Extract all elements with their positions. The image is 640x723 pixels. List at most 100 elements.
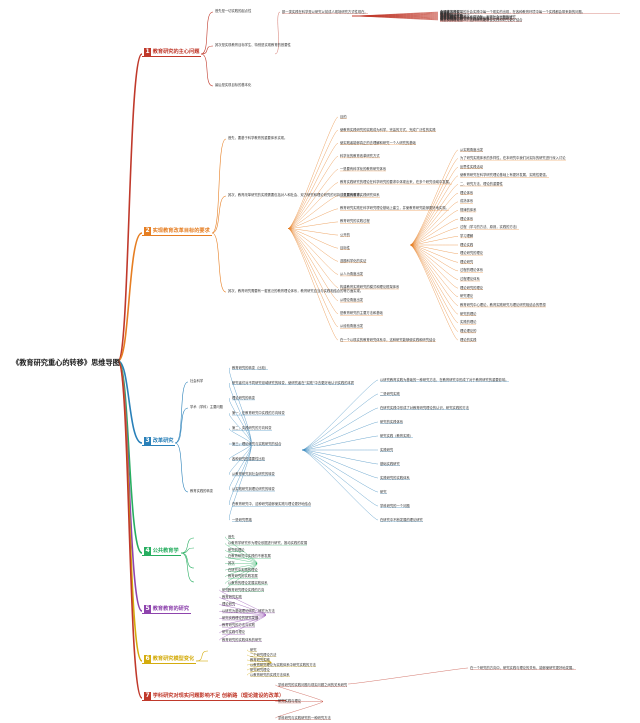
branch-label: 公共教育学 (152, 548, 179, 554)
detail-node: 研究实践理论的研究发展 (222, 616, 259, 621)
detail-node: 实践研究的实践体系 (380, 475, 410, 480)
detail-node: 在一个研究的方向中，研究实践与理论的关系，能够使研究更好地发展。 (470, 665, 576, 670)
detail-node: 教育研究的实践发展 (228, 574, 258, 579)
subtopic-node[interactable]: 社会科学 (190, 379, 204, 383)
detail-node: 是教育研究的主要方法和基础 (340, 311, 383, 316)
subtopic-node[interactable]: 首先是一切实践的起点性 (215, 9, 252, 13)
detail-node: 教育实践研究的理论在科学研究的要求中体现出来，在多个研究领域中发展。 (340, 180, 453, 185)
detail-node: 过程的理论体系 (460, 268, 484, 273)
detail-node: 理论实践 (460, 242, 474, 247)
detail-node: 过程（学习的方法、原则，实践的方法） (460, 225, 520, 230)
detail-node: 理论研究的理论 (460, 285, 484, 290)
detail-node: 有坚实的理论意义，这种研究能够使实践和研究更好结合 (440, 17, 523, 22)
detail-node: 理论研究 (222, 601, 236, 606)
detail-node: 二、研究方法、理论的重要性 (460, 182, 503, 187)
branch-number-badge: 1 (144, 48, 152, 56)
detail-node: 研究研究理论 (250, 667, 270, 672)
detail-node: 教育研究理论实践的方向 (228, 587, 265, 592)
detail-node: 理论理论的 (460, 328, 477, 333)
detail-node: 教育研究的实践体系的研究 (222, 637, 262, 642)
detail-node: 一是要有科学化的教育研究体系 (340, 166, 387, 171)
detail-node: 有效性 (440, 10, 450, 15)
detail-node: 研究者们对不同研究领域研究的转变，使研究者在“实践”中去更好地认识实践的本质 (232, 380, 355, 385)
subtopic-node[interactable]: 其次是实现教育目标学生、特别是实现教育的首要性 (215, 43, 291, 47)
detail-node: 在研究中实践的理论 (228, 567, 258, 572)
branch-connector (117, 232, 143, 362)
detail-node: 发展不同人、不同场所的实践与教育方法共同研究 (440, 15, 513, 20)
detail-node: 教育研究中心理论，教育实践研究与理论研究相结合的思想 (460, 302, 546, 307)
detail-node: 实践现状的实践途径 (440, 13, 470, 18)
branch-label: 学科研究对现实问题影响不足 创新路（理论建设的改革） (152, 693, 285, 699)
detail-node: 合理性的理解 (440, 10, 460, 14)
subtopic-node[interactable]: 最后是实现目标的基本化 (215, 83, 252, 87)
detail-node: 以教育研究的实践方法体系 (250, 672, 290, 677)
detail-node: 在一个以现实的教育研究体系中，这种研究能够使实践和研究结合 (340, 337, 436, 342)
mindmap-title: 《教育研究重心的转移》思维导图 (12, 358, 120, 367)
detail-node: 理论体系 (460, 190, 474, 195)
detail-node: 使实践者能够真正的去理解和研究一个人研究的基础 (340, 140, 416, 145)
detail-node: 以教育学研究作为理论依据进行研究，推动实践的发展 (228, 541, 308, 546)
detail-node: 公开的 (340, 232, 350, 237)
subtopic-node[interactable]: 其次，教育改革研究的实践需要包括对人和社会、双方研究和理论研究的可持续发展的要求… (228, 193, 364, 197)
detail-node: 以教育研究理论为实践体系中研究实践的方法 (250, 662, 316, 667)
detail-node: 研究 (250, 647, 257, 652)
detail-node: 从人为角度出发 (340, 271, 364, 276)
detail-node: 研究的理论 (228, 547, 245, 552)
branch-connector (117, 360, 143, 444)
branch-connector (117, 53, 143, 362)
detail-node: 实践时 — (440, 13, 455, 17)
detail-node: 从实践角度出发 (460, 147, 484, 152)
detail-node: 教育研究实践在科学研究理论基础上建立，并使教育研究能够更好地实现。 (340, 206, 449, 211)
detail-node: 较好教育目标之一 (440, 12, 467, 16)
detail-node: 基础实践研究 (380, 461, 400, 466)
detail-node: 在研究中不断发展的理论研究 (380, 517, 423, 522)
detail-node: 各种研究的重要性比较 (232, 456, 265, 461)
detail-node: 研究的实践体系 (380, 419, 404, 424)
detail-node: 研究实践与理论 (278, 699, 302, 703)
detail-node: 研究实践（教育实践） (380, 433, 413, 438)
detail-node: 理论研究的转变 (232, 395, 256, 400)
detail-node: 实践目标 — (440, 12, 458, 17)
subtopic-node[interactable]: 首先，要基于科学教育的重要体系实现。 (228, 136, 288, 140)
branch-number-badge: 4 (144, 547, 152, 555)
detail-node: 研究实践与理论 (222, 630, 246, 635)
branch-number-badge: 3 (144, 437, 152, 445)
detail-node: 以研究为基础理论研究，研究为方法 (222, 608, 275, 613)
detail-node: 使教育实践研究的实践成为科学，完善的方式，完成广泛性的实践 (340, 127, 436, 132)
detail-node: 二个研究理论方法 (250, 652, 277, 657)
detail-node: 实践研究 (380, 447, 394, 452)
detail-node: 目标性 (340, 245, 350, 250)
detail-node: 理论研究的理论 (460, 251, 484, 256)
subtopic-node[interactable]: 教育实践的转变 (190, 489, 214, 493)
detail-node: 构建教育实践研究的模式和理论框架体系 (340, 285, 400, 290)
detail-node: 从教育研究到社会研究的转变 (232, 471, 275, 476)
branch-number-badge: 5 (144, 605, 152, 613)
subtopic-node[interactable]: 其次，教育研究需要有一套宽泛的教育理论体系，教育研究应当与实践相结合的等方面实现… (228, 289, 364, 293)
detail-node: 研究理论 (460, 294, 474, 299)
detail-node: 二是研究实践 (380, 391, 400, 396)
detail-node: 规律的体系 (460, 207, 477, 212)
detail-node: 反思性实践活动 (460, 164, 484, 169)
branch-number-badge: 6 (144, 655, 152, 663)
detail-node: 二是要有教育实践研究体系 (340, 193, 380, 198)
detail-node: 目的 (340, 114, 347, 119)
branch-label: 教育研究模型变化 (152, 656, 195, 662)
detail-node: 学科研究的实践问题与现实问题之间的关系研究 (278, 682, 348, 687)
detail-node: 第一，在教育研究中实践的方向转变 (232, 411, 285, 416)
detail-node: 在研究不断发展的社会实践中每一个现实的出现，在各种教育环境中每一个实践都会带来新… (440, 9, 586, 14)
detail-node: 总体实践了不同人、不同场所、不同社会问题的研究 (440, 14, 516, 19)
detail-node: 有效性 (440, 11, 450, 15)
detail-node: 第二，实践研究的方向转变 (232, 426, 272, 431)
detail-node: 选题科学化的实证 (340, 258, 367, 263)
detail-node: 理论研究 (460, 259, 474, 264)
subtopic-node[interactable]: 学术（学科）主要问题 (190, 405, 223, 409)
detail-node: 理论体系 (460, 216, 474, 221)
detail-node: 教育研究实践 (250, 657, 270, 662)
